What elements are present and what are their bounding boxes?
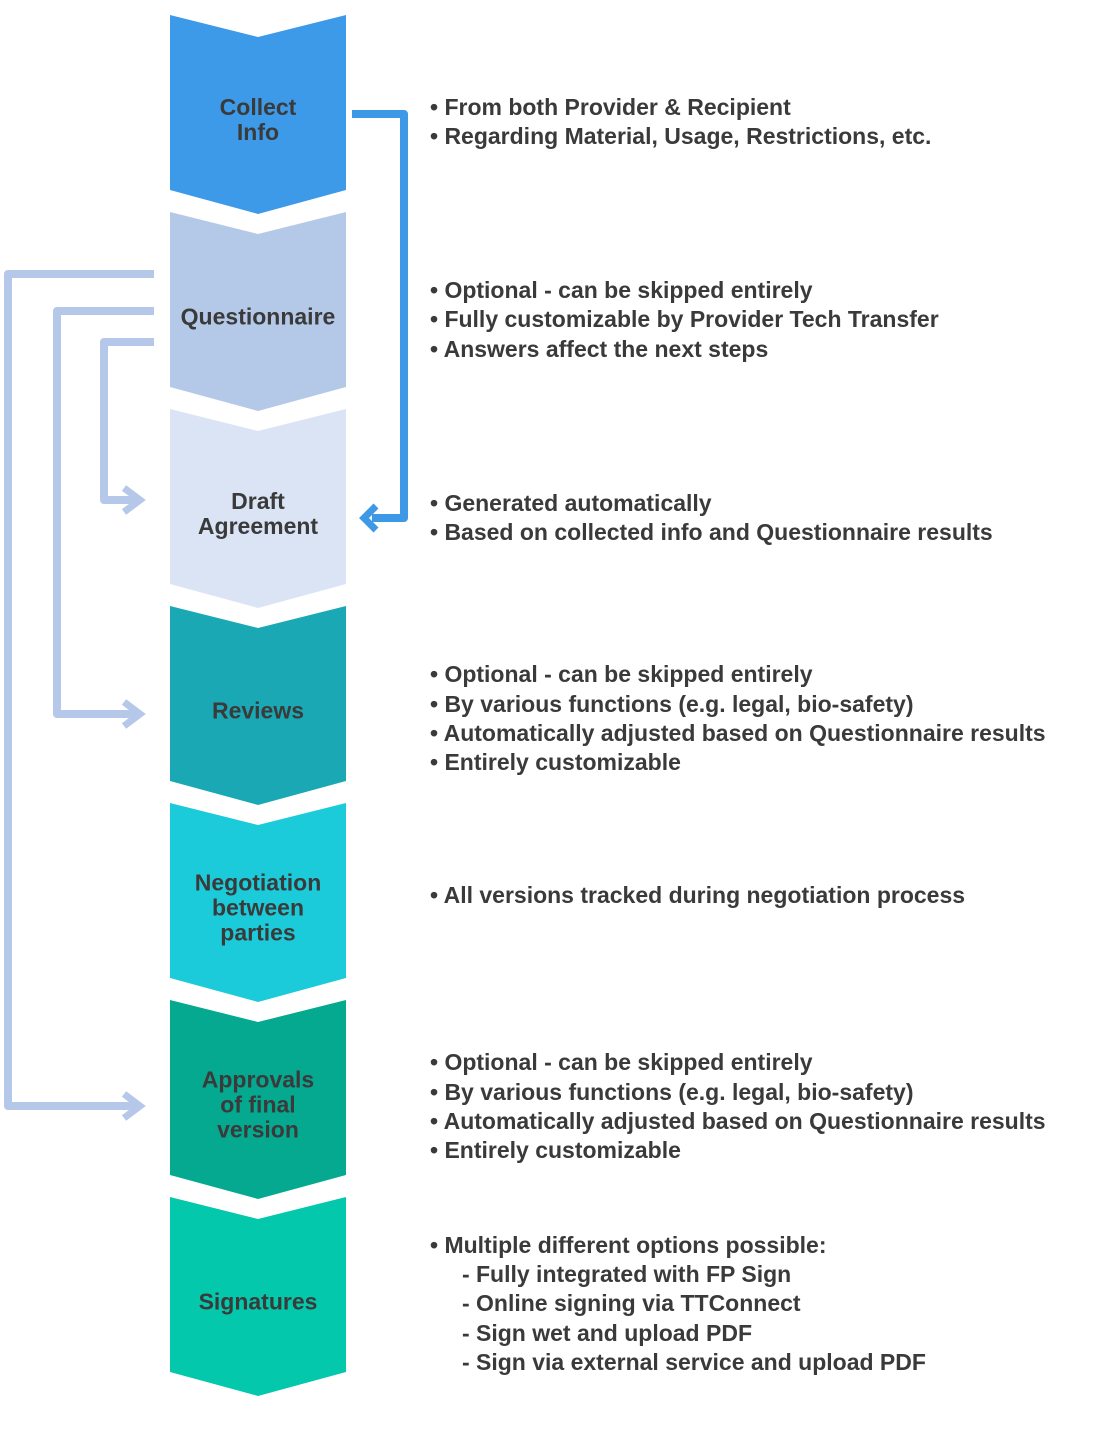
description-line: • Answers affect the next steps — [430, 335, 769, 362]
step-label-draft-agreement: Draft — [231, 488, 285, 514]
step-label-negotiation: parties — [220, 920, 295, 946]
description-line: • Based on collected info and Questionna… — [430, 518, 993, 545]
step-connectors — [4, 110, 408, 1121]
description-line: • Multiple different options possible: — [430, 1231, 827, 1258]
description-line: • Generated automatically — [430, 489, 712, 516]
step-label-signatures: Signatures — [199, 1289, 318, 1315]
description-line: • From both Provider & Recipient — [430, 93, 791, 120]
description-line: • By various functions (e.g. legal, bio-… — [430, 690, 914, 717]
step-label-reviews: Reviews — [212, 698, 304, 724]
step-label-negotiation: Negotiation — [195, 870, 322, 896]
arrowhead-draft-light — [121, 485, 146, 515]
step-description-approvals: • Optional - can be skipped entirely• By… — [430, 1048, 1046, 1165]
arrowhead-draft-dark — [359, 503, 379, 533]
connector-collect-to-draft — [352, 110, 408, 522]
step-description-reviews: • Optional - can be skipped entirely• By… — [430, 660, 1046, 777]
description-line: - Sign wet and upload PDF — [430, 1319, 752, 1346]
chevron-negotiation — [170, 803, 346, 1002]
arrowhead-approvals — [121, 1091, 146, 1121]
step-description-draft-agreement: • Generated automatically• Based on coll… — [430, 489, 993, 548]
description-line: • Automatically adjusted based on Questi… — [430, 719, 1046, 746]
description-line: - Online signing via TTConnect — [430, 1290, 801, 1317]
step-description-signatures: • Multiple different options possible: -… — [430, 1231, 926, 1377]
description-line: • Optional - can be skipped entirely — [430, 661, 813, 688]
step-description-questionnaire: • Optional - can be skipped entirely• Fu… — [430, 276, 939, 364]
description-line: • All versions tracked during negotiatio… — [430, 882, 966, 909]
description-line: • By various functions (e.g. legal, bio-… — [430, 1078, 914, 1105]
arrowhead-reviews — [121, 699, 146, 729]
connector-questionnaire-to-reviews — [53, 307, 154, 718]
step-label-approvals: version — [217, 1117, 299, 1143]
description-line: • Optional - can be skipped entirely — [430, 1049, 813, 1076]
step-label-approvals: of final — [220, 1092, 295, 1118]
chevron-questionnaire — [170, 212, 346, 411]
step-label-draft-agreement: Agreement — [198, 513, 318, 539]
chevron-collect-info — [170, 15, 346, 214]
description-line: • Fully customizable by Provider Tech Tr… — [430, 306, 939, 333]
step-label-questionnaire: Questionnaire — [181, 304, 336, 330]
chevron-draft-agreement — [170, 409, 346, 608]
description-line: - Fully integrated with FP Sign — [430, 1261, 792, 1288]
description-line: • Optional - can be skipped entirely — [430, 277, 813, 304]
description-line: • Automatically adjusted based on Questi… — [430, 1107, 1046, 1134]
chevron-reviews — [170, 606, 346, 805]
step-description-collect-info: • From both Provider & Recipient• Regard… — [430, 93, 931, 152]
step-label-approvals: Approvals — [202, 1067, 314, 1093]
step-labels: CollectInfoQuestionnaireDraftAgreementRe… — [181, 94, 336, 1315]
connector-questionnaire-to-draft — [100, 338, 154, 504]
step-chevrons — [170, 15, 346, 1396]
description-line: • Entirely customizable — [430, 749, 681, 776]
description-line: • Entirely customizable — [430, 1137, 681, 1164]
step-label-collect-info: Info — [237, 119, 279, 145]
connector-questionnaire-to-approvals — [4, 270, 154, 1110]
description-line: • Regarding Material, Usage, Restriction… — [430, 122, 932, 149]
chevron-approvals — [170, 1000, 346, 1199]
step-description-negotiation: • All versions tracked during negotiatio… — [430, 881, 965, 910]
chevron-signatures — [170, 1197, 346, 1396]
description-line: - Sign via external service and upload P… — [430, 1348, 926, 1375]
step-label-negotiation: between — [212, 895, 304, 921]
step-label-collect-info: Collect — [220, 94, 297, 120]
